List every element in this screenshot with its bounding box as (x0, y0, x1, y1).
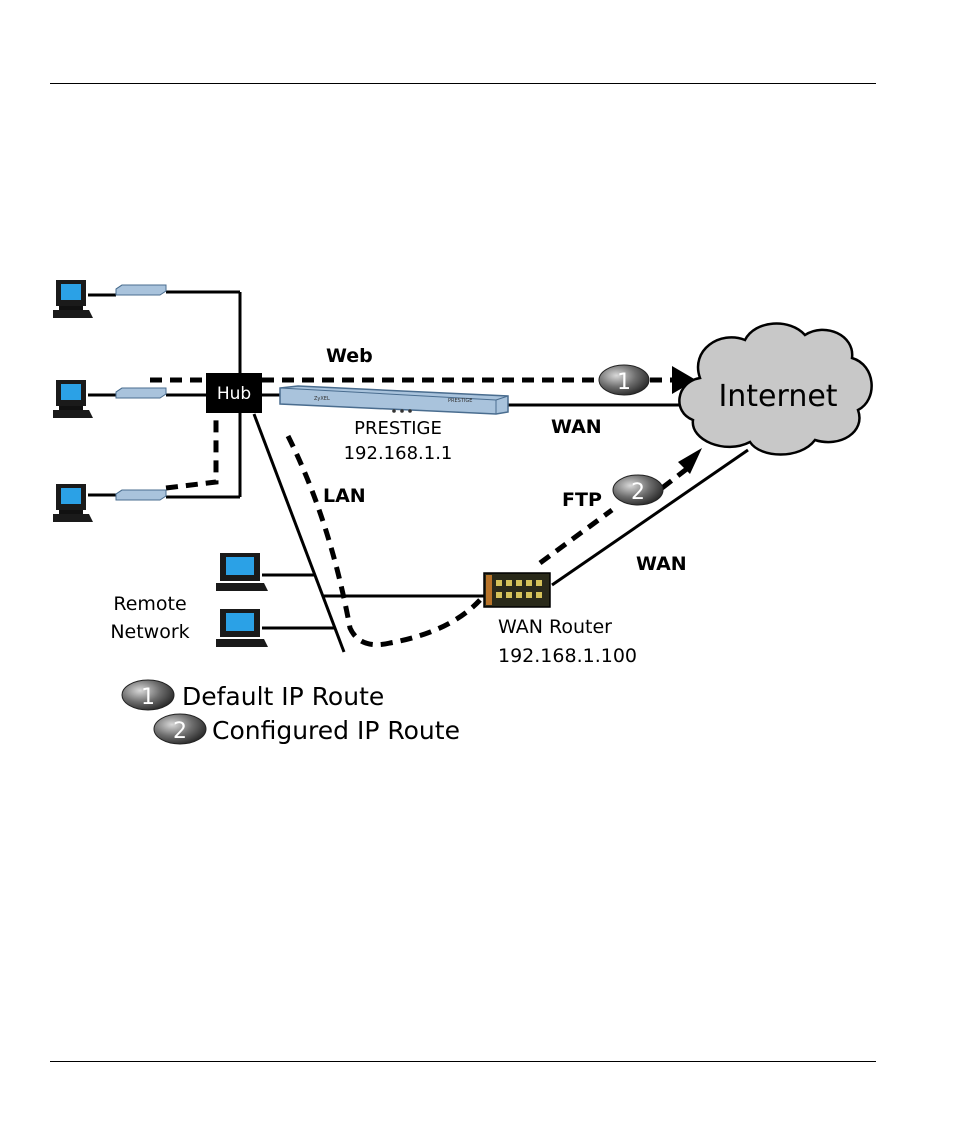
svg-text:1: 1 (617, 370, 631, 395)
remote-pc-icon (216, 553, 268, 591)
modem-icon (116, 490, 166, 500)
prestige-brand-left: ZyXEL (314, 396, 330, 402)
wan-top-label: WAN (551, 416, 602, 438)
solid-links (88, 292, 748, 652)
ftp-label: FTP (562, 489, 602, 511)
remote-pc-icon (216, 609, 268, 647)
internet-cloud-icon: Internet (679, 324, 871, 455)
svg-text:2: 2 (631, 480, 645, 505)
legend-item-configured-route: 2 Configured IP Route (154, 714, 460, 745)
lan-label: LAN (323, 485, 366, 507)
route2-badge: 2 (613, 475, 663, 505)
prestige-router-icon: ZyXEL PRESTIGE (280, 386, 508, 414)
prestige-name-label: PRESTIGE (354, 418, 442, 439)
hub-icon: Hub (206, 373, 262, 413)
internet-label: Internet (718, 379, 837, 414)
wan-router-icon (484, 573, 550, 607)
legend: 1 Default IP Route 2 Configured IP Route (122, 680, 460, 745)
legend-item-default-route: 1 Default IP Route (122, 680, 384, 711)
hub-label: Hub (217, 384, 251, 404)
wan-bottom-label: WAN (636, 553, 687, 575)
remote-network-line1: Remote (113, 593, 186, 615)
svg-text:1: 1 (141, 685, 155, 710)
modem-icon (116, 285, 166, 295)
pc-icon (53, 380, 93, 418)
prestige-brand-right: PRESTIGE (448, 398, 472, 404)
svg-text:2: 2 (173, 719, 187, 744)
web-label: Web (326, 345, 373, 367)
legend-default-route-text: Default IP Route (182, 682, 384, 711)
route1-badge: 1 (599, 365, 649, 395)
remote-network-line2: Network (110, 621, 189, 643)
pc-icon (53, 280, 93, 318)
modem-icon (116, 388, 166, 398)
legend-configured-route-text: Configured IP Route (212, 716, 460, 745)
wan-router-name-label: WAN Router (498, 616, 612, 638)
prestige-ip-label: 192.168.1.1 (344, 443, 453, 464)
pc-icon (53, 484, 93, 522)
wan-router-ip-label: 192.168.1.100 (498, 645, 637, 667)
